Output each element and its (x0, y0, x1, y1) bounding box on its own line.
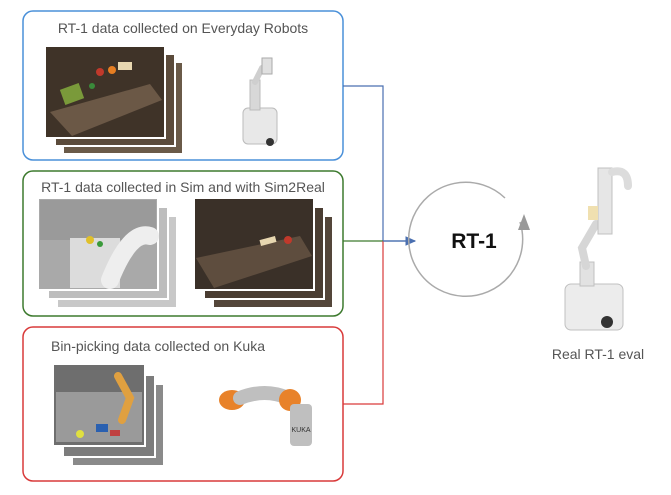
box-sim-title: RT-1 data collected in Sim and with Sim2… (41, 179, 325, 195)
connector-red (343, 241, 384, 405)
chip-bag (59, 83, 85, 105)
kuka-logo: KUKA (291, 427, 310, 434)
loop-arrowhead (518, 214, 530, 230)
rt1-label: RT-1 (451, 230, 497, 253)
eval-robot-illustration (564, 167, 632, 331)
rt1-circle (407, 181, 524, 297)
rt1-model: RT-1 (407, 181, 530, 297)
everyday-robot-illustration (242, 57, 278, 146)
connector-blue (343, 85, 415, 242)
eval-label: Real RT-1 eval (552, 346, 644, 362)
kuka-arm-illustration: KUKA (219, 386, 312, 446)
box-kuka: Bin-picking data collected on Kuka KUKA (22, 326, 344, 482)
box-everyday-robots: RT-1 data collected on Everyday Robots (22, 10, 344, 161)
everyday-robots-photo-stack (44, 45, 184, 155)
box-kuka-title: Bin-picking data collected on Kuka (51, 338, 265, 354)
box-everyday-robots-title: RT-1 data collected on Everyday Robots (58, 20, 308, 36)
kuka-photo-stack (52, 363, 165, 467)
box-sim-and-sim2real: RT-1 data collected in Sim and with Sim2… (22, 170, 344, 317)
connectors (343, 85, 417, 405)
sim2real-photo-stack (193, 197, 334, 309)
sim-photo-stack (37, 197, 178, 309)
